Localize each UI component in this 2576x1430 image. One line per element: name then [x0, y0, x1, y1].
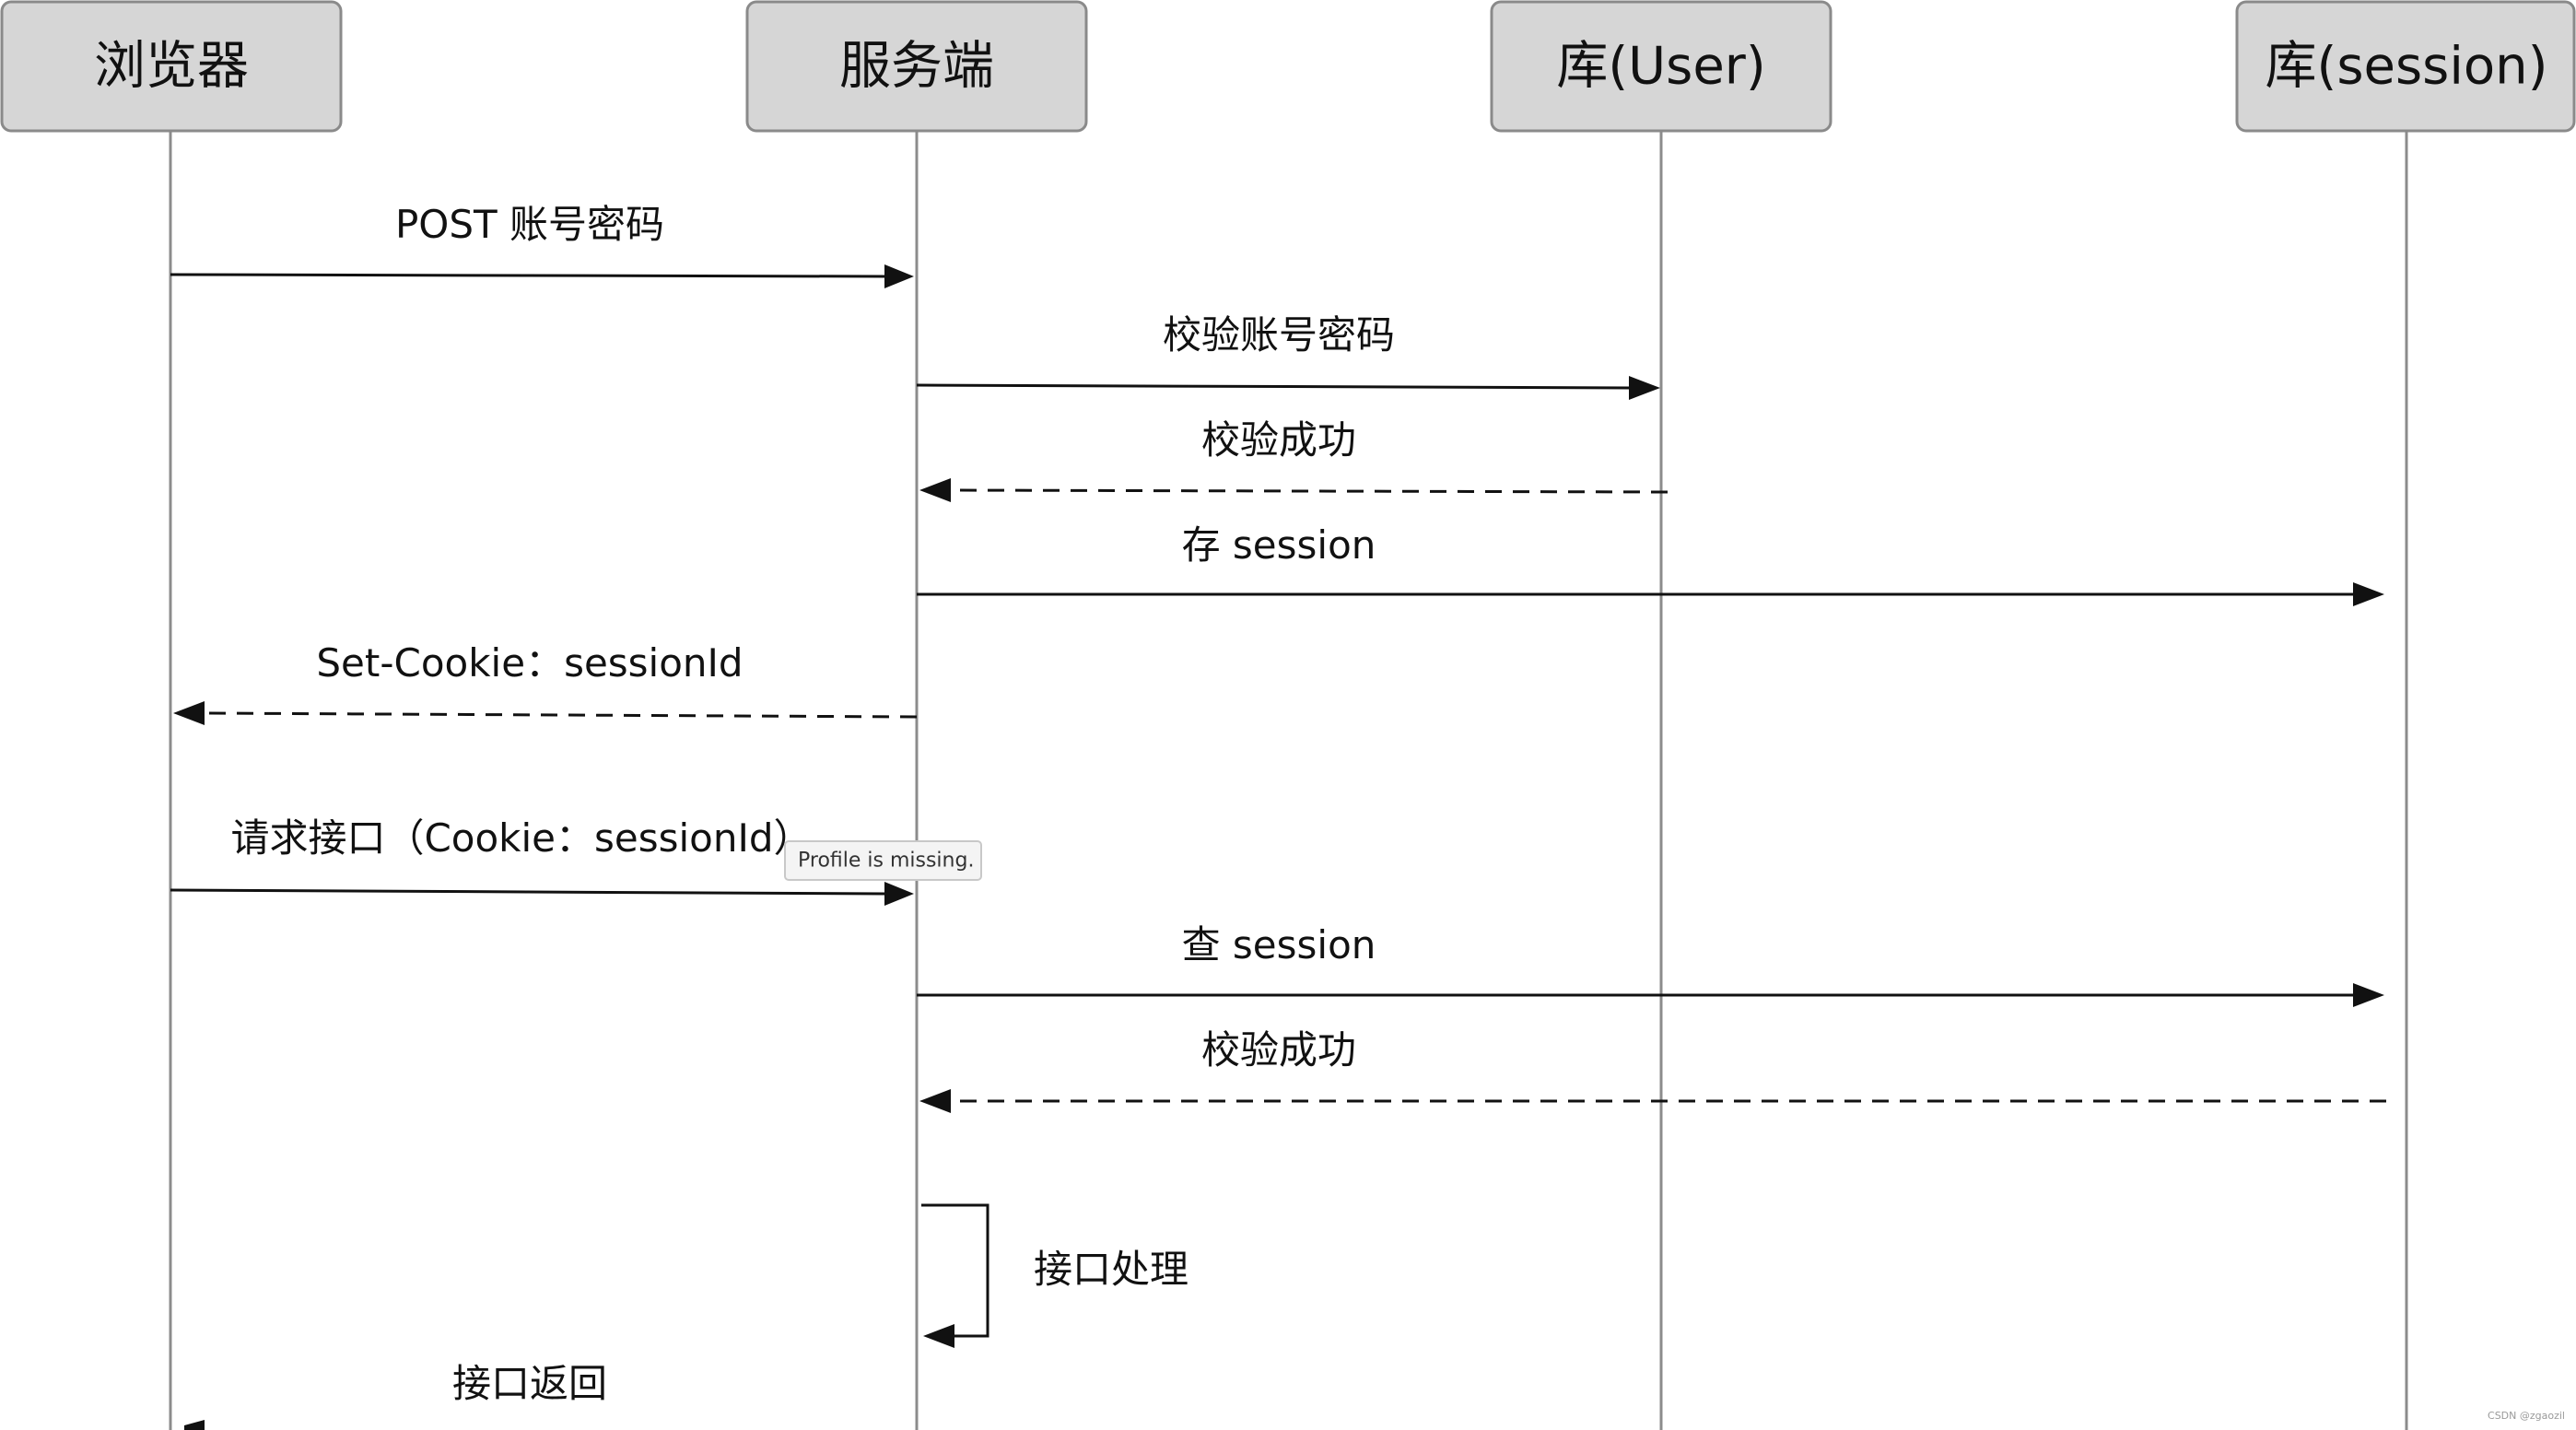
- message-label: Set-Cookie：sessionId: [316, 640, 743, 686]
- message-request-api: 请求接口（Cookie：sessionId）: [170, 815, 914, 906]
- arrowhead-left-icon: [923, 1324, 954, 1348]
- message-label: 查 session: [1182, 922, 1376, 967]
- arrowhead-right-icon: [2353, 983, 2384, 1007]
- profile-tooltip: Profile is missing.: [784, 840, 982, 881]
- participant-label: 浏览器: [94, 37, 249, 97]
- message-label: 接口处理: [1034, 1247, 1188, 1292]
- participant-server: 服务端: [745, 0, 1088, 133]
- message-api-response: 接口返回: [184, 1361, 607, 1430]
- participant-label: 库(User): [1556, 37, 1765, 97]
- message-verify-credentials: 校验账号密码: [916, 312, 1660, 400]
- arrowhead-left-icon: [184, 1420, 205, 1430]
- arrowhead-left-icon: [919, 478, 951, 502]
- message-label: 校验账号密码: [1163, 312, 1395, 358]
- participant-db-user: 库(User): [1490, 0, 1832, 133]
- message-set-cookie: Set-Cookie：sessionId: [173, 640, 918, 725]
- message-label: 校验成功: [1201, 417, 1356, 463]
- message-api-processing: 接口处理: [921, 1203, 1188, 1348]
- arrowhead-left-icon: [173, 701, 205, 725]
- message-label: 存 session: [1182, 522, 1376, 568]
- tooltip-text: Profile is missing.: [798, 850, 974, 873]
- message-label: 请求接口（Cookie：sessionId）: [230, 815, 812, 861]
- participant-label: 服务端: [839, 37, 994, 97]
- participant-label: 库(session): [2266, 37, 2548, 97]
- participant-db-session: 库(session): [2235, 0, 2576, 133]
- arrowhead-right-icon: [2353, 582, 2384, 606]
- message-store-session: 存 session: [917, 522, 2384, 606]
- arrowhead-right-icon: [884, 264, 914, 288]
- message-post-credentials: POST 账号密码: [170, 202, 914, 288]
- arrowhead-left-icon: [919, 1089, 951, 1113]
- message-query-session: 查 session: [917, 922, 2384, 1007]
- watermark: CSDN @zgaozil: [2488, 1410, 2565, 1422]
- message-verify-success-session: 校验成功: [919, 1027, 2386, 1113]
- participant-browser: 浏览器: [0, 0, 343, 133]
- message-label: 接口返回: [452, 1361, 607, 1406]
- message-label: 校验成功: [1201, 1027, 1356, 1072]
- arrowhead-right-icon: [884, 882, 914, 906]
- arrowhead-right-icon: [1629, 376, 1660, 400]
- message-label: POST 账号密码: [395, 202, 664, 247]
- message-verify-success-user: 校验成功: [919, 417, 1669, 502]
